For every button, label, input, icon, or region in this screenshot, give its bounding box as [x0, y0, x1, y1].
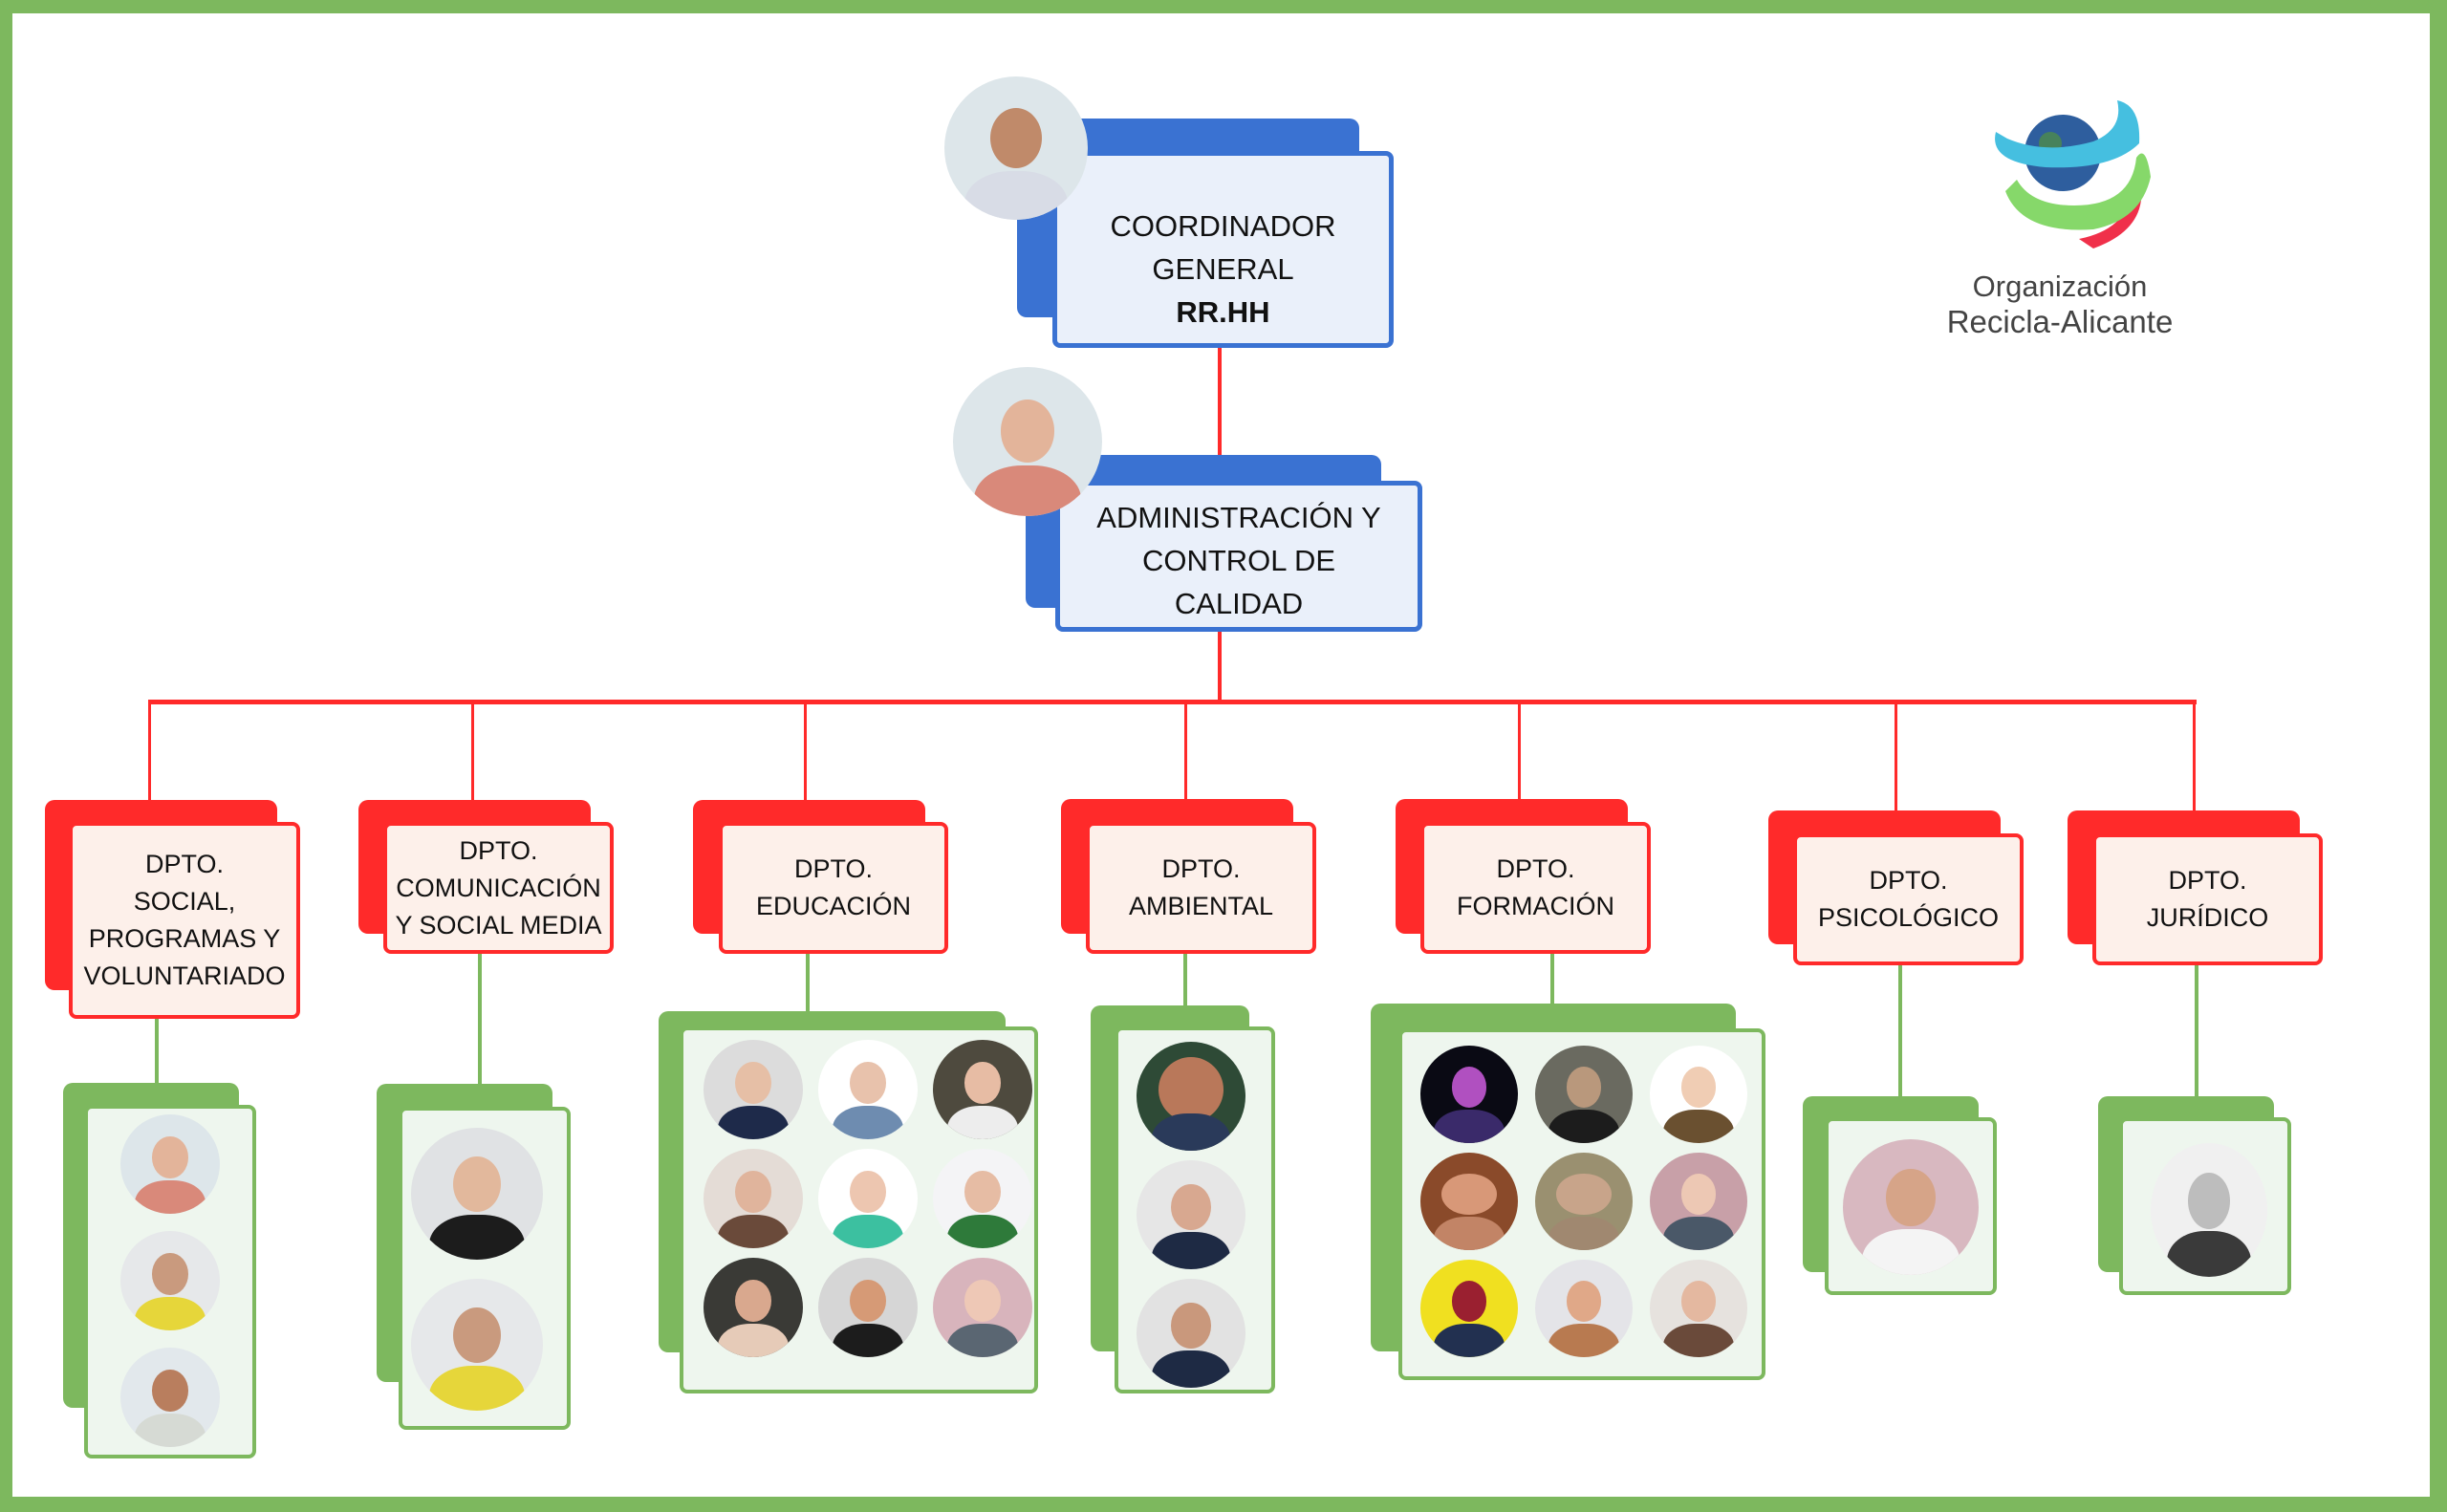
team-member-photo [818, 1149, 918, 1248]
connector-team-4 [1183, 954, 1187, 1007]
team-photos [411, 1128, 543, 1411]
team-member-photo [1843, 1139, 1979, 1275]
coordinator-title-line2: GENERAL [1152, 251, 1294, 286]
team-member-photo [1137, 1160, 1245, 1269]
organization-logo [1950, 86, 2179, 277]
team-member-photo [933, 1149, 1032, 1248]
department-box: DPTO. JURÍDICO [2092, 833, 2323, 965]
team-member-photo [1137, 1279, 1245, 1388]
connector-dept-4 [1184, 702, 1187, 801]
team-member-photo [1535, 1260, 1633, 1357]
team-member-photo [818, 1040, 918, 1139]
coordinator-box: COORDINADOR GENERAL RR.HH [1052, 151, 1394, 348]
department-box: DPTO. SOCIAL, PROGRAMAS Y VOLUNTARIADO [69, 822, 300, 1019]
team-member-photo [1535, 1046, 1633, 1143]
connector-dept-3 [804, 702, 807, 801]
department-label-line: DPTO. [144, 850, 224, 878]
connector-team-5 [1550, 954, 1554, 1007]
connector-team-2 [478, 954, 482, 1086]
department-label-line: DPTO. [793, 854, 873, 883]
coordinator-title-line3: RR.HH [1176, 294, 1270, 329]
team-member-photo [933, 1258, 1032, 1357]
department-box: DPTO. FORMACIÓN [1420, 822, 1651, 954]
department-label-line: PROGRAMAS Y [88, 924, 281, 953]
team-member-photo [2151, 1143, 2267, 1277]
team-member-photo [411, 1128, 543, 1260]
team-member-photo [411, 1279, 543, 1411]
department-label-line: EDUCACIÓN [755, 892, 911, 920]
team-member-photo [120, 1114, 220, 1214]
department-label-line: DPTO. [1869, 866, 1948, 895]
team-member-photo [1137, 1042, 1245, 1151]
administration-box: ADMINISTRACIÓN Y CONTROL DE CALIDAD [1055, 481, 1422, 632]
administration-title-line3: CALIDAD [1174, 586, 1304, 620]
team-member-photo [704, 1149, 803, 1248]
department-label-line: DPTO. [1496, 854, 1575, 883]
connector-dept-2 [471, 702, 474, 801]
department-label-line: DPTO. [1161, 854, 1241, 883]
team-member-photo [120, 1348, 220, 1447]
coordinator-title-line1: COORDINADOR [1110, 208, 1336, 243]
team-photos [1420, 1046, 1747, 1357]
team-member-photo [1650, 1260, 1747, 1357]
connector-team-1 [155, 1019, 159, 1084]
department-label-line: DPTO. [459, 835, 538, 865]
connector-dept-1 [148, 702, 151, 801]
connector-team-7 [2195, 963, 2198, 1097]
team-photos [704, 1040, 1032, 1357]
organization-name-line1: Organización [1972, 270, 2148, 303]
connector-dept-5 [1518, 702, 1521, 801]
team-photos [1137, 1042, 1245, 1388]
administration-photo [953, 367, 1102, 516]
organization-name-line2: Recicla-Alicante [1946, 304, 2174, 339]
department-label-line: SOCIAL, [133, 887, 236, 916]
department-label-line: PSICOLÓGICO [1817, 903, 2000, 932]
department-box: DPTO. EDUCACIÓN [719, 822, 948, 954]
team-member-photo [704, 1040, 803, 1139]
team-member-photo [933, 1040, 1032, 1139]
department-label-line: COMUNICACIÓN [396, 873, 601, 902]
connector-dept-6 [1895, 702, 1897, 812]
department-label-line: DPTO. [2168, 866, 2247, 895]
globe-ribbon-icon [1995, 100, 2151, 248]
team-member-photo [1420, 1046, 1518, 1143]
connector-admin-bus [1218, 631, 1222, 703]
department-box: DPTO. AMBIENTAL [1086, 822, 1316, 954]
connector-coordinator-admin [1218, 348, 1222, 478]
team-member-photo [1420, 1260, 1518, 1357]
team-member-photo [1650, 1046, 1747, 1143]
department-label-line: FORMACIÓN [1457, 892, 1614, 920]
team-photos [120, 1114, 220, 1447]
department-label-line: VOLUNTARIADO [83, 961, 286, 990]
department-label-line: AMBIENTAL [1128, 892, 1274, 920]
team-member-photo [1650, 1153, 1747, 1250]
department-label-line: Y SOCIAL MEDIA [395, 910, 602, 940]
connector-team-6 [1898, 963, 1902, 1097]
coordinator-photo [944, 76, 1088, 220]
team-member-photo [704, 1258, 803, 1357]
department-box: DPTO. COMUNICACIÓN Y SOCIAL MEDIA [383, 822, 614, 954]
team-member-photo [1535, 1153, 1633, 1250]
connector-team-3 [806, 954, 810, 1013]
department-box: DPTO. PSICOLÓGICO [1793, 833, 2024, 965]
department-label-line: JURÍDICO [2146, 903, 2269, 932]
connector-dept-7 [2193, 702, 2196, 812]
administration-title-line2: CONTROL DE [1141, 543, 1336, 577]
connector-department-bus [148, 700, 2197, 704]
administration-title-line1: ADMINISTRACIÓN Y [1096, 500, 1381, 534]
team-member-photo [1420, 1153, 1518, 1250]
team-member-photo [818, 1258, 918, 1357]
team-member-photo [120, 1231, 220, 1330]
